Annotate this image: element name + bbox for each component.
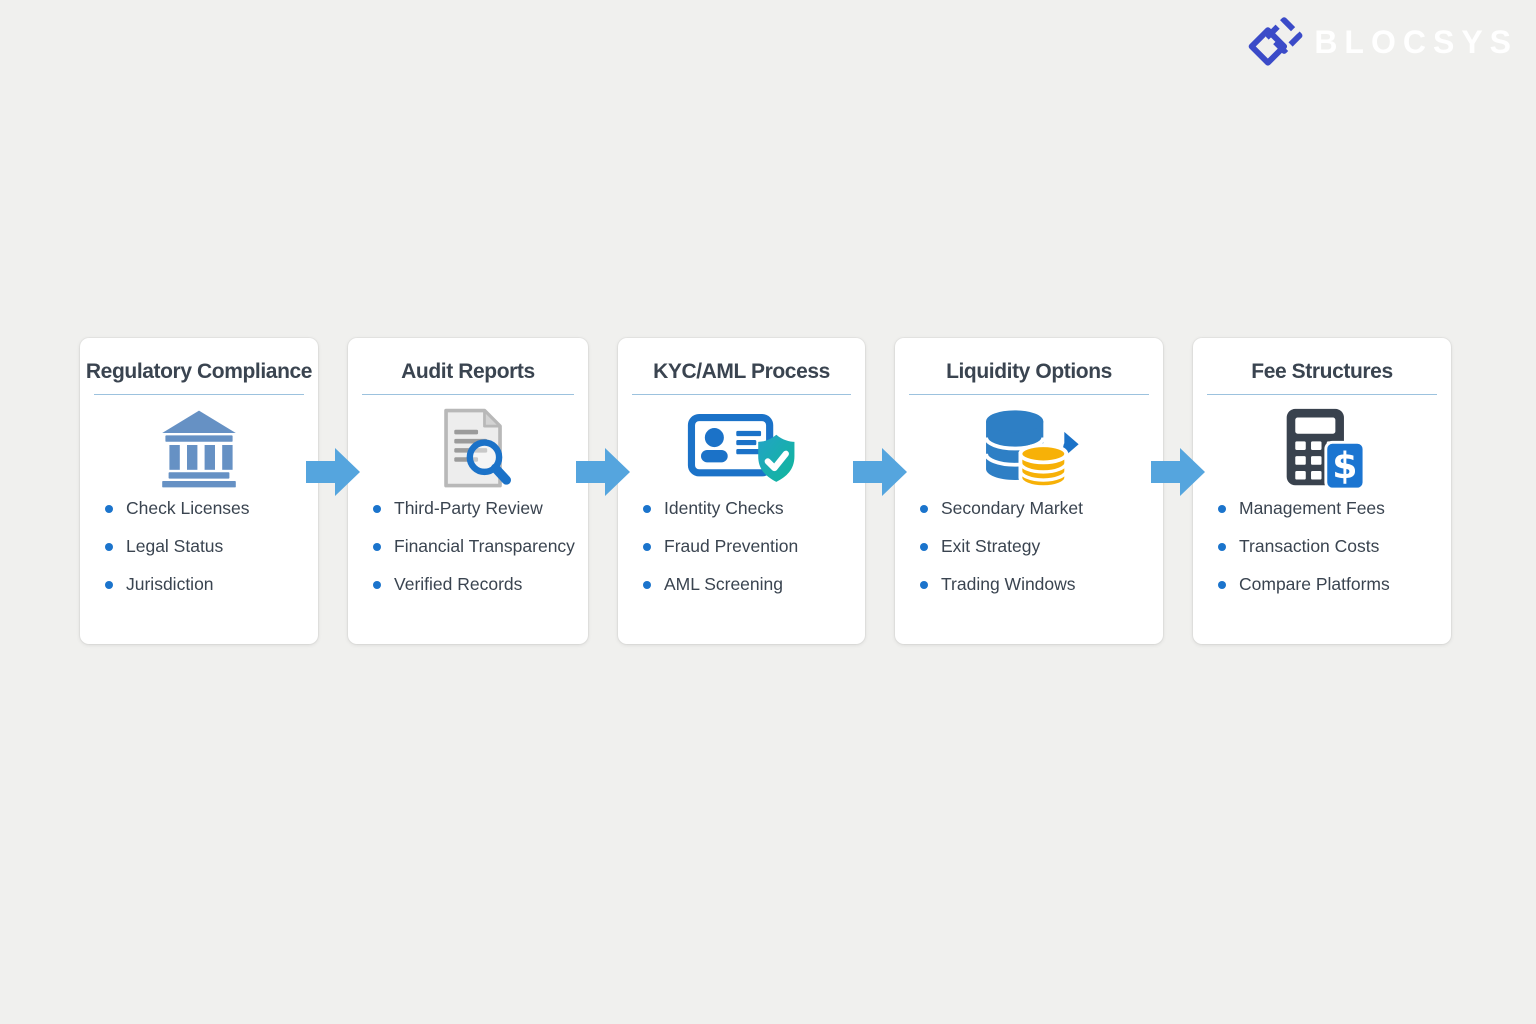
- card-title: Liquidity Options: [946, 360, 1112, 383]
- arrow-right-icon: [306, 448, 360, 496]
- list-item-label: Trading Windows: [941, 574, 1076, 594]
- list-item-label: Fraud Prevention: [664, 536, 799, 556]
- flow-connector: [1151, 338, 1205, 644]
- list-item-label: Compare Platforms: [1239, 574, 1390, 594]
- list-item: Fraud Prevention: [643, 536, 857, 557]
- card-title: Fee Structures: [1251, 360, 1393, 383]
- bullet-dot: [920, 542, 928, 551]
- card-title: Audit Reports: [401, 360, 535, 383]
- bank-icon: [80, 406, 318, 492]
- title-divider: [362, 394, 574, 395]
- list-item: AML Screening: [643, 574, 857, 595]
- card-title: KYC/AML Process: [653, 360, 830, 383]
- list-item: Trading Windows: [920, 574, 1155, 595]
- list-item: Jurisdiction: [105, 574, 310, 595]
- list-item: Exit Strategy: [920, 536, 1155, 557]
- bullet-dot: [643, 542, 651, 551]
- list-item: Third-Party Review: [373, 498, 580, 519]
- bullet-dot: [373, 504, 381, 513]
- list-item-label: Legal Status: [126, 536, 224, 556]
- title-divider: [94, 394, 304, 395]
- list-item: Identity Checks: [643, 498, 857, 519]
- card-title: Regulatory Compliance: [85, 360, 313, 383]
- list-item-label: Exit Strategy: [941, 536, 1041, 556]
- arrow-right-icon: [576, 448, 630, 496]
- list-item-label: Secondary Market: [941, 498, 1084, 518]
- database-coins-icon: [895, 406, 1163, 492]
- flow-connector: [853, 338, 907, 644]
- list-item-label: Third-Party Review: [394, 498, 543, 518]
- bullet-dot: [105, 504, 113, 513]
- list-item-label: Management Fees: [1239, 498, 1385, 518]
- list-item: Legal Status: [105, 536, 310, 557]
- brand-name: BLOCSYS: [1314, 24, 1518, 60]
- flow-connector: [306, 338, 360, 644]
- list-item-label: Verified Records: [394, 574, 523, 594]
- bullet-dot: [920, 504, 928, 513]
- card-audit-reports: Audit Reports Third-Party Review Financi…: [348, 338, 588, 644]
- list-item: Transaction Costs: [1218, 536, 1443, 557]
- list-item-label: Transaction Costs: [1239, 536, 1380, 556]
- list-item: Compare Platforms: [1218, 574, 1443, 595]
- bullet-dot: [373, 542, 381, 551]
- list-item: Verified Records: [373, 574, 580, 595]
- bullet-list: Identity Checks Fraud Prevention AML Scr…: [618, 498, 865, 595]
- list-item-label: Check Licenses: [126, 498, 250, 518]
- bullet-list: Third-Party Review Financial Transparenc…: [348, 498, 588, 595]
- arrow-right-icon: [853, 448, 907, 496]
- bullet-dot: [920, 580, 928, 589]
- card-regulatory-compliance: Regulatory Compliance Check Licenses Leg…: [80, 338, 318, 644]
- list-item-label: AML Screening: [664, 574, 783, 594]
- bullet-dot: [643, 580, 651, 589]
- arrow-right-icon: [1151, 448, 1205, 496]
- list-item-label: Identity Checks: [664, 498, 784, 518]
- bullet-dot: [1218, 504, 1226, 513]
- flow-connector: [576, 338, 630, 644]
- list-item-label: Jurisdiction: [126, 574, 214, 594]
- title-divider: [1207, 394, 1437, 395]
- card-kyc-aml-process: KYC/AML Process: [618, 338, 865, 644]
- card-fee-structures: Fee Structures $ Ma: [1193, 338, 1451, 644]
- card-liquidity-options: Liquidity Options Secondary Market Exit …: [895, 338, 1163, 644]
- bullet-dot: [1218, 542, 1226, 551]
- calculator-dollar-icon: $: [1193, 406, 1451, 492]
- bullet-dot: [1218, 580, 1226, 589]
- bullet-list: Check Licenses Legal Status Jurisdiction: [80, 498, 318, 595]
- bullet-list: Secondary Market Exit Strategy Trading W…: [895, 498, 1163, 595]
- bullet-dot: [643, 504, 651, 513]
- list-item: Financial Transparency: [373, 536, 580, 557]
- document-search-icon: [348, 406, 588, 492]
- list-item: Management Fees: [1218, 498, 1443, 519]
- brand-logo: BLOCSYS: [1248, 14, 1518, 68]
- list-item: Check Licenses: [105, 498, 310, 519]
- bullet-dot: [105, 580, 113, 589]
- title-divider: [632, 394, 851, 395]
- bullet-dot: [373, 580, 381, 589]
- list-item: Secondary Market: [920, 498, 1155, 519]
- svg-text:$: $: [1332, 445, 1357, 488]
- id-card-shield-icon: [618, 406, 865, 492]
- bullet-dot: [105, 542, 113, 551]
- title-divider: [909, 394, 1149, 395]
- process-flow: Regulatory Compliance Check Licenses Leg…: [80, 338, 1451, 644]
- bullet-list: Management Fees Transaction Costs Compar…: [1193, 498, 1451, 595]
- list-item-label: Financial Transparency: [394, 536, 575, 556]
- blocsys-logo-icon: [1248, 17, 1303, 66]
